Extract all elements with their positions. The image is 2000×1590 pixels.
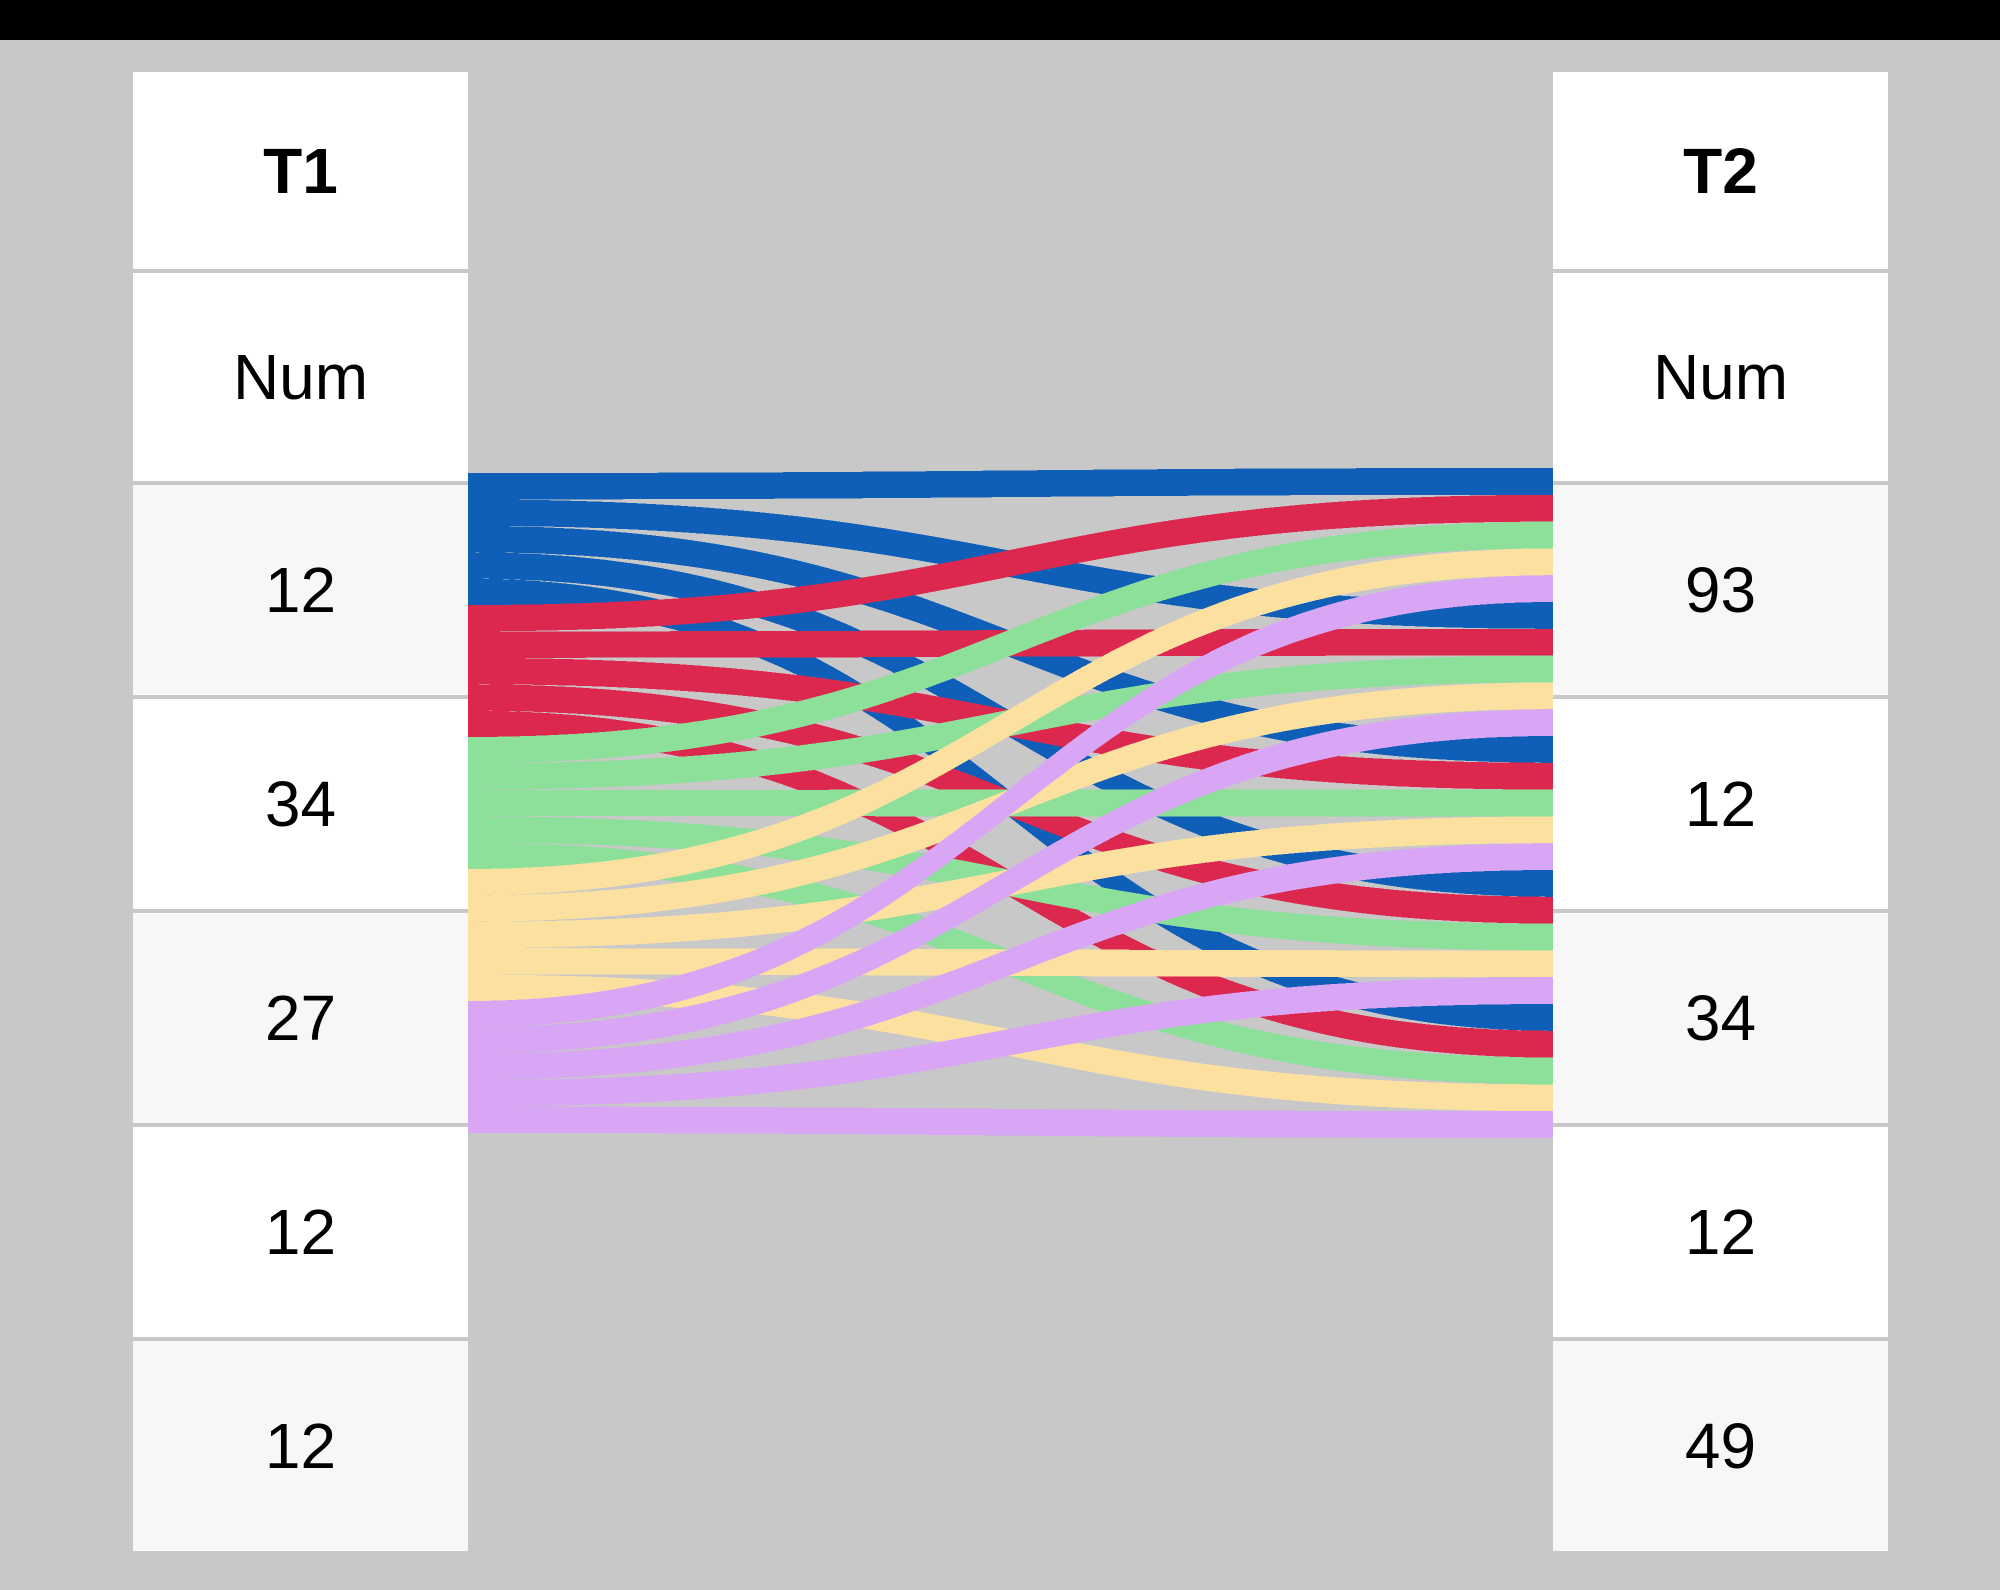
t1-column-header: Num	[133, 273, 468, 481]
table-row: 12	[133, 485, 468, 695]
t2-cell-2[interactable]: 34	[1553, 913, 1888, 1123]
sankey-flow-diagram	[468, 68, 1553, 1528]
table-row: 93	[1553, 485, 1888, 695]
table-t2: T2 Num 93 12 34 12 49	[1553, 68, 1888, 1555]
table-row: 49	[1553, 1341, 1888, 1551]
table-row: 12	[133, 1341, 468, 1551]
sankey-link-4-4[interactable]	[468, 1106, 1553, 1138]
table-t1: T1 Num 12 34 27 12 12	[133, 68, 468, 1555]
table-row: 12	[133, 1127, 468, 1337]
sankey-link-4-0[interactable]	[468, 575, 1553, 1028]
t1-cell-1[interactable]: 34	[133, 699, 468, 909]
table-row: 34	[133, 699, 468, 909]
t1-cell-0[interactable]: 12	[133, 485, 468, 695]
sankey-link-3-0[interactable]	[468, 548, 1553, 896]
table-row: Num	[133, 273, 468, 481]
sankey-link-1-0[interactable]	[468, 494, 1553, 632]
t2-cell-3[interactable]: 12	[1553, 1127, 1888, 1337]
table-row: Num	[1553, 273, 1888, 481]
t2-cell-0[interactable]: 93	[1553, 485, 1888, 695]
sankey-svg	[468, 468, 1553, 1138]
sankey-link-4-2[interactable]	[468, 843, 1553, 1081]
table-row: 27	[133, 913, 468, 1123]
t2-header: T2	[1553, 72, 1888, 269]
table-row: 12	[1553, 1127, 1888, 1337]
table-row: T1	[133, 72, 468, 269]
sankey-link-2-0[interactable]	[468, 521, 1553, 764]
sankey-link-4-3[interactable]	[468, 977, 1553, 1107]
sankey-link-4-1[interactable]	[468, 709, 1553, 1054]
t1-header: T1	[133, 72, 468, 269]
t2-column-header: Num	[1553, 273, 1888, 481]
top-black-bar	[0, 0, 2000, 40]
table-row: 34	[1553, 913, 1888, 1123]
sankey-link-0-0[interactable]	[468, 468, 1553, 500]
table-row: 12	[1553, 699, 1888, 909]
t1-cell-4[interactable]: 12	[133, 1341, 468, 1551]
t1-cell-3[interactable]: 12	[133, 1127, 468, 1337]
table-row: T2	[1553, 72, 1888, 269]
t1-cell-2[interactable]: 27	[133, 913, 468, 1123]
t2-cell-1[interactable]: 12	[1553, 699, 1888, 909]
t2-cell-4[interactable]: 49	[1553, 1341, 1888, 1551]
